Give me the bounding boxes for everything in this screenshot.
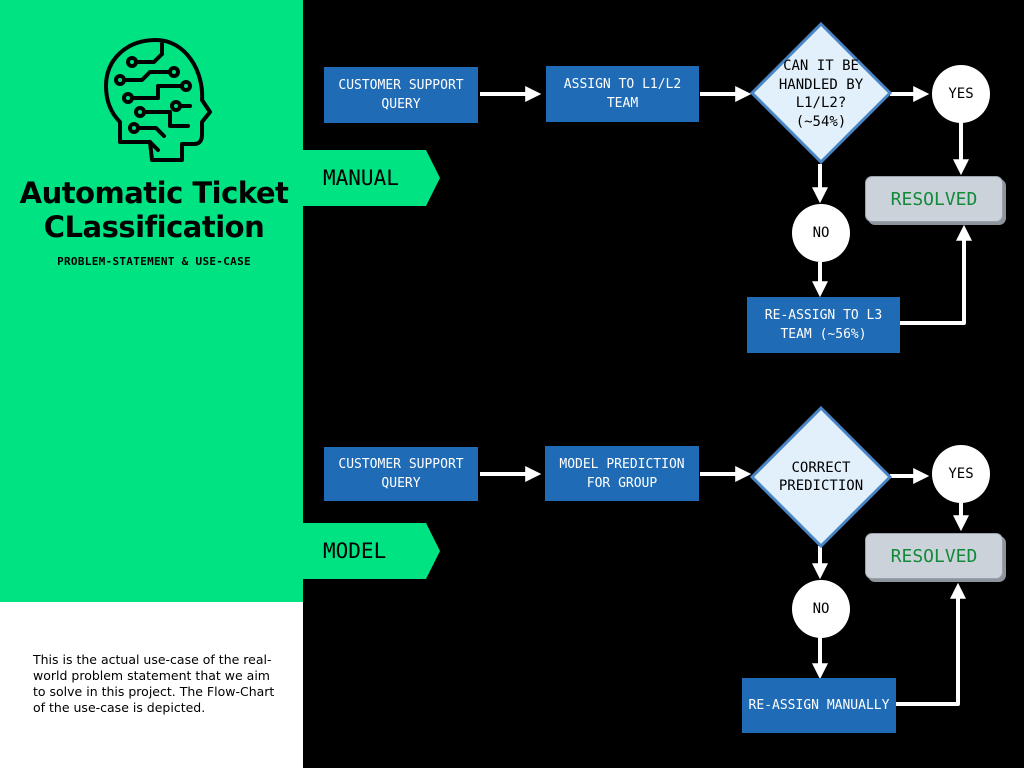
- model-decision-label: CORRECT PREDICTION: [778, 459, 864, 495]
- model-no-circle: NO: [792, 580, 850, 638]
- manual-decision-diamond: [749, 21, 893, 165]
- manual-start-box: CUSTOMER SUPPORT QUERY: [324, 67, 478, 123]
- manual-tag: MANUAL: [303, 150, 440, 206]
- model-prediction-box: MODEL PREDICTION FOR GROUP: [545, 446, 699, 501]
- model-resolved-box: RESOLVED: [865, 533, 1003, 579]
- manual-assign-box: ASSIGN TO L1/L2 TEAM: [546, 66, 699, 122]
- manual-no-circle: NO: [792, 204, 850, 262]
- model-yes-circle: YES: [932, 445, 990, 503]
- description-text: This is the actual use-case of the real-…: [33, 652, 275, 715]
- manual-yes-circle: YES: [932, 65, 990, 123]
- page-title: Automatic Ticket CLassification: [19, 176, 289, 244]
- sidebar-panel: [0, 0, 303, 602]
- manual-reassign-box: RE-ASSIGN TO L3 TEAM (~56%): [747, 297, 900, 353]
- model-start-box: CUSTOMER SUPPORT QUERY: [324, 447, 478, 501]
- model-tag: MODEL: [303, 523, 440, 579]
- manual-resolved-box: RESOLVED: [865, 176, 1003, 222]
- page-subtitle: PROBLEM-STATEMENT & USE-CASE: [57, 255, 251, 268]
- model-reassign-box: RE-ASSIGN MANUALLY: [742, 678, 896, 733]
- manual-decision-label: CAN IT BE HANDLED BY L1/L2? (~54%): [778, 58, 864, 130]
- description-panel: [0, 602, 303, 768]
- circuit-head-icon: [104, 38, 212, 162]
- model-decision-diamond: [749, 405, 893, 549]
